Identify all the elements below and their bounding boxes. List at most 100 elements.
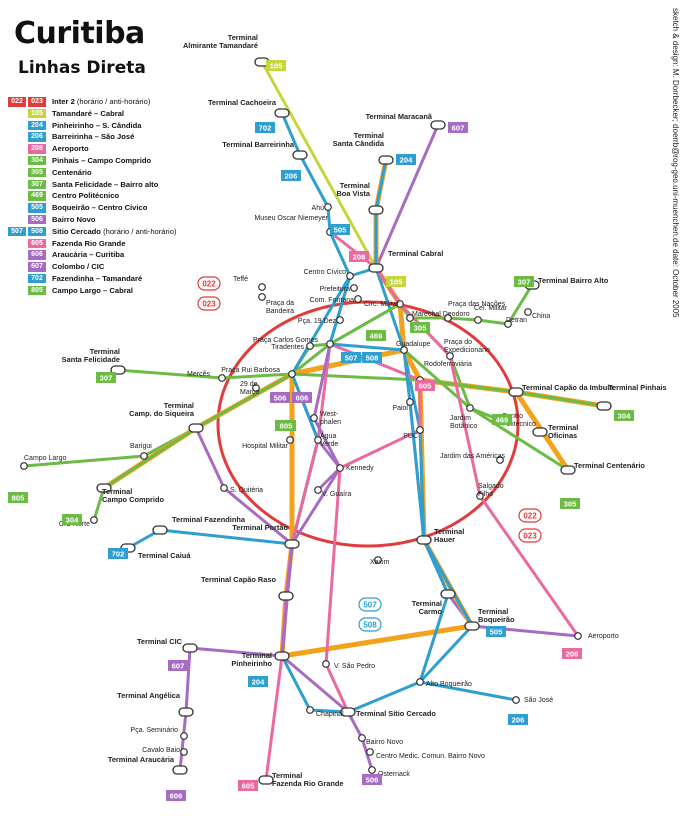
station-marker[interactable]: [524, 308, 532, 316]
station-marker[interactable]: [358, 734, 366, 742]
station-marker[interactable]: [512, 696, 520, 704]
terminal-marker[interactable]: [368, 205, 384, 215]
terminal-marker[interactable]: [188, 423, 204, 433]
station-marker[interactable]: [350, 284, 358, 292]
legend-badges: 305: [28, 167, 46, 178]
station-label-tiradentes: Tiradentes: [271, 344, 304, 351]
terminal-marker[interactable]: [464, 621, 480, 631]
station-marker[interactable]: [400, 346, 408, 354]
station-marker[interactable]: [406, 314, 414, 322]
route-badge: 506: [28, 214, 46, 225]
station-marker[interactable]: [310, 414, 318, 422]
route-badge: 023: [28, 97, 46, 107]
station-marker[interactable]: [314, 436, 322, 444]
station-label-marechal: Marechal Deodoro: [412, 311, 470, 318]
station-marker[interactable]: [140, 452, 148, 460]
station-marker[interactable]: [286, 436, 294, 444]
terminal-marker[interactable]: [340, 707, 356, 717]
terminal-marker[interactable]: [182, 643, 198, 653]
station-marker[interactable]: [354, 295, 362, 303]
legend-badges: 805: [28, 285, 46, 296]
station-marker[interactable]: [322, 660, 330, 668]
terminal-marker[interactable]: [416, 535, 432, 545]
legend-label: Inter 2: [52, 97, 75, 106]
station-marker[interactable]: [180, 732, 188, 740]
station-marker[interactable]: [346, 272, 354, 280]
route-badge: 105: [28, 108, 46, 119]
map-route-badge: 304: [614, 410, 634, 421]
svg-text:805: 805: [280, 421, 293, 430]
route-line-yellow: [260, 60, 378, 270]
terminal-marker[interactable]: [172, 765, 188, 775]
station-marker[interactable]: [406, 398, 414, 406]
station-marker[interactable]: [20, 462, 28, 470]
terminal-marker[interactable]: [274, 651, 290, 661]
terminal-marker[interactable]: [378, 155, 394, 165]
station-marker[interactable]: [368, 766, 376, 774]
svg-text:508: 508: [366, 353, 379, 362]
legend-route-name: Centro Politécnico: [52, 190, 119, 202]
terminal-marker[interactable]: [178, 707, 194, 717]
terminal-marker[interactable]: [596, 401, 612, 411]
terminal-marker[interactable]: [368, 263, 384, 273]
svg-text:305: 305: [564, 499, 577, 508]
station-marker[interactable]: [324, 203, 332, 211]
terminal-marker[interactable]: [440, 589, 456, 599]
svg-text:506: 506: [274, 393, 287, 402]
station-marker[interactable]: [396, 300, 404, 308]
station-label-ahu: Ahú: [312, 205, 325, 212]
station-marker[interactable]: [306, 706, 314, 714]
station-marker[interactable]: [574, 632, 582, 640]
station-marker[interactable]: [180, 748, 188, 756]
svg-text:304: 304: [66, 515, 79, 524]
station-marker[interactable]: [416, 678, 424, 686]
map-route-badge: 702: [108, 548, 128, 559]
station-marker[interactable]: [314, 486, 322, 494]
station-marker[interactable]: [90, 516, 98, 524]
terminal-marker[interactable]: [532, 427, 548, 437]
station-marker[interactable]: [416, 426, 424, 434]
station-marker[interactable]: [366, 748, 374, 756]
terminal-marker[interactable]: [292, 150, 308, 160]
station-marker[interactable]: [374, 556, 382, 564]
station-marker[interactable]: [476, 492, 484, 500]
station-label-kennedy: Kennedy: [346, 465, 374, 472]
map-route-badge: 206: [281, 170, 301, 181]
terminal-marker[interactable]: [284, 539, 300, 549]
station-marker[interactable]: [288, 370, 296, 378]
terminal-marker[interactable]: [274, 108, 290, 118]
station-marker[interactable]: [496, 456, 504, 464]
station-marker[interactable]: [326, 340, 334, 348]
station-marker[interactable]: [306, 342, 314, 350]
station-marker[interactable]: [258, 293, 266, 301]
terminal-marker[interactable]: [258, 775, 274, 785]
station-marker[interactable]: [446, 352, 454, 360]
station-marker[interactable]: [444, 314, 452, 322]
station-marker[interactable]: [504, 320, 512, 328]
station-marker[interactable]: [252, 384, 260, 392]
station-label-portao: Terminal Portão: [232, 523, 288, 532]
legend-badges: 204: [28, 120, 46, 131]
station-label-paiol: Paiol: [392, 405, 408, 412]
svg-text:105: 105: [270, 61, 283, 70]
terminal-marker[interactable]: [430, 120, 446, 130]
station-marker[interactable]: [220, 484, 228, 492]
terminal-marker[interactable]: [152, 525, 168, 535]
terminal-marker[interactable]: [508, 387, 524, 397]
station-marker[interactable]: [336, 464, 344, 472]
station-marker[interactable]: [474, 316, 482, 324]
station-marker[interactable]: [466, 404, 474, 412]
svg-text:206: 206: [285, 171, 298, 180]
route-badge: 304: [28, 155, 46, 166]
terminal-marker[interactable]: [278, 591, 294, 601]
station-marker[interactable]: [218, 374, 226, 382]
route-badge: 605: [28, 238, 46, 249]
station-marker[interactable]: [336, 316, 344, 324]
terminal-marker[interactable]: [96, 483, 112, 493]
svg-text:105: 105: [390, 277, 403, 286]
station-marker[interactable]: [258, 283, 266, 291]
terminal-marker[interactable]: [560, 465, 576, 475]
